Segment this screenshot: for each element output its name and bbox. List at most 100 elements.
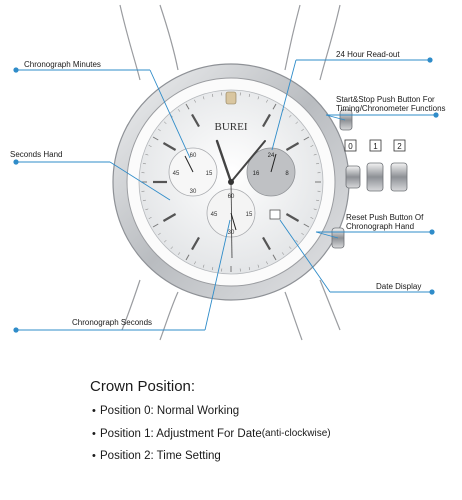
crown-position-title: Crown Position: (90, 378, 196, 395)
sub-dial-right-top: 24 (268, 153, 275, 159)
sub-dial-left: 60 15 30 45 (168, 147, 218, 197)
dial-tick (142, 163, 146, 165)
dial-tick (148, 145, 152, 147)
dial-tick (303, 136, 310, 141)
callout-start-stop-1: Start&Stop Push Button For (336, 95, 435, 104)
dial-tick (202, 96, 205, 100)
callout-chrono-minutes: Chronograph Minutes (24, 60, 101, 69)
dial-tick (303, 223, 310, 228)
dial-tick (185, 254, 190, 261)
sub-dial-right-left: 16 (253, 171, 260, 177)
bullet-icon: • (92, 427, 96, 440)
brand-logo (225, 91, 237, 105)
sub-dial-right-right: 8 (285, 171, 289, 177)
callout-24-hour: 24 Hour Read-out (336, 50, 400, 59)
dial-tick (313, 153, 317, 156)
dial-tick (177, 252, 181, 255)
dial-tick (295, 121, 299, 124)
hour-index (191, 236, 200, 251)
dial-tick (145, 153, 149, 156)
crown-position-2: 2 (390, 139, 408, 192)
dial-tick (170, 246, 173, 250)
hour-index (285, 213, 300, 222)
crown-position-item: • Position 1: Adjustment For Date (anti-… (92, 427, 331, 450)
crown-label-2: 2 (397, 142, 402, 151)
sub-dial-bottom-right: 15 (246, 212, 253, 218)
crown-position-label: Position 2: Time Setting (100, 450, 221, 462)
date-window (269, 209, 281, 220)
dial-tick (194, 99, 196, 103)
dial-tick (202, 264, 205, 268)
callout-date-display: Date Display (376, 282, 422, 291)
dial-tick (272, 103, 277, 110)
dial-tick (163, 240, 167, 243)
watch-hands (215, 139, 266, 259)
dial-tick (158, 128, 161, 132)
dial-tick (177, 109, 181, 112)
crown-position-item: • Position 2: Time Setting (92, 449, 331, 472)
dial-tick (289, 114, 292, 118)
callout-reset-1: Reset Push Button Of (346, 213, 424, 222)
dial-tick (145, 208, 149, 211)
crown-position-label: Position 0: Normal Working (100, 405, 240, 417)
watch-diagram: BUREI 60 15 30 45 24 8 16 60 30 45 15 (13, 4, 439, 341)
crown-position-label: Position 1: Adjustment For Date (100, 427, 262, 440)
crown-position-note: (anti-clockwise) (261, 427, 331, 439)
crown-position-list: • Position 0: Normal Working • Position … (92, 404, 331, 472)
callout-start-stop-2: Timing/Chronometer Functions (336, 104, 446, 113)
dial-tick (301, 232, 304, 236)
dial-tick (152, 136, 159, 141)
dial-tick (316, 199, 320, 201)
brand-name: BUREI (215, 121, 248, 133)
dial-tick (212, 93, 214, 97)
hour-index (262, 113, 271, 128)
dial-tick (158, 232, 161, 236)
crown-label-1: 1 (373, 142, 378, 151)
dial-tick (148, 217, 152, 219)
dial-tick (301, 128, 304, 132)
sub-dial-right: 24 8 16 (246, 147, 296, 197)
dial-tick (152, 223, 159, 228)
watch-lugs (119, 4, 341, 341)
crown-position-item: • Position 0: Normal Working (92, 404, 331, 427)
dial-tick (248, 93, 250, 97)
dial-tick (257, 96, 260, 100)
dial-tick (310, 217, 314, 219)
hour-indices (153, 113, 300, 251)
callout-seconds-hand: Seconds Hand (10, 150, 63, 159)
crown-position-0: 0 (344, 139, 357, 152)
crown[interactable] (345, 165, 361, 189)
crown-label-0: 0 (348, 142, 353, 151)
dial-tick (248, 267, 250, 271)
sub-dial-bottom-left: 45 (211, 212, 218, 218)
callout-lines (16, 59, 436, 331)
dial-tick (266, 261, 268, 265)
callout-dots (13, 57, 439, 333)
dial-tick (142, 199, 146, 201)
dial-tick (194, 261, 196, 265)
hour-index (262, 236, 271, 251)
hour-index (162, 213, 177, 222)
hour-index (191, 113, 200, 128)
bullet-icon: • (92, 450, 96, 462)
crown-position-1: 1 (366, 139, 384, 192)
bullet-icon: • (92, 405, 96, 417)
dial-tick (266, 99, 268, 103)
dial-tick (212, 267, 214, 271)
callout-chrono-seconds: Chronograph Seconds (72, 318, 153, 327)
sub-dial-left-bottom: 30 (190, 189, 197, 195)
dial-tick (272, 254, 277, 261)
sub-dial-left-top: 60 (190, 153, 197, 159)
dial-tick (313, 208, 317, 211)
sub-dial-left-left: 45 (173, 171, 180, 177)
dial-tick (289, 246, 292, 250)
dial-tick (281, 252, 285, 255)
dial-tick (310, 145, 314, 147)
dial-tick (295, 240, 299, 243)
dial-tick (257, 264, 260, 268)
callout-reset-2: Chronograph Hand (346, 222, 415, 231)
dial-tick (185, 103, 190, 110)
sub-dial-left-right: 15 (206, 171, 213, 177)
dial-tick (163, 121, 167, 124)
hour-index (285, 142, 300, 151)
